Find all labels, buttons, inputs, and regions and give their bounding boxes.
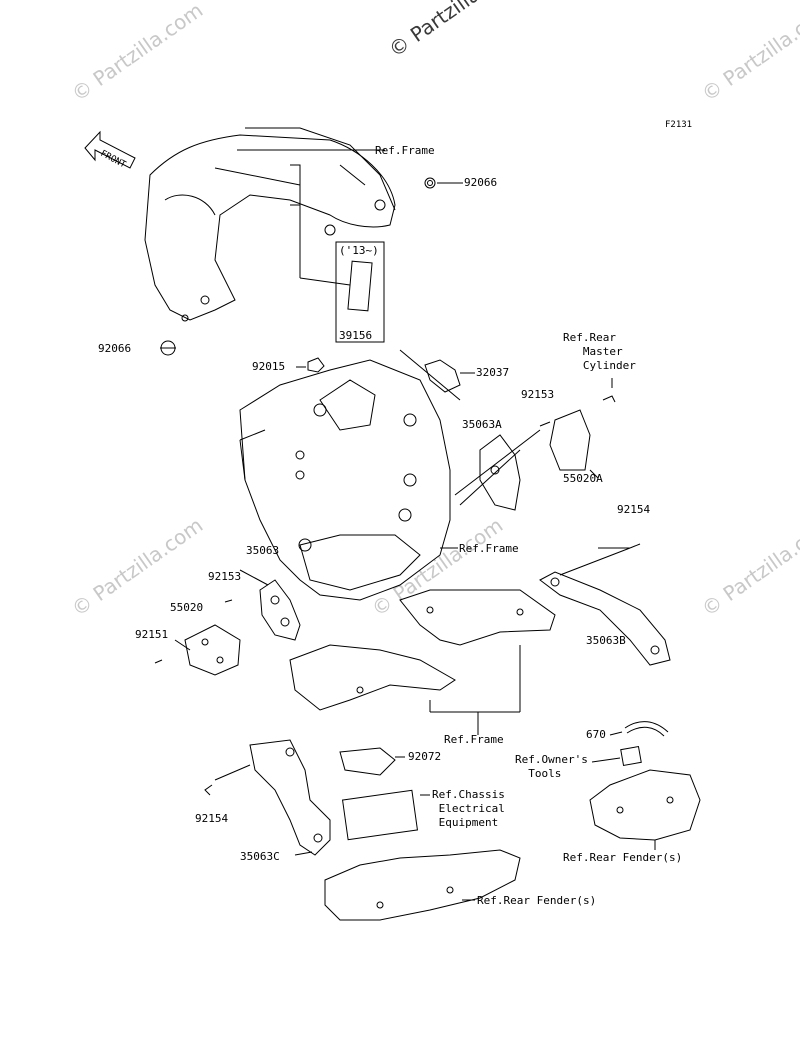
label-part-92072[interactable]: 92072 bbox=[408, 750, 442, 763]
label-part-55020A[interactable]: 55020A bbox=[563, 472, 603, 485]
label-ref-frame-low[interactable]: Ref.Frame bbox=[444, 733, 504, 746]
label-part-92066-left[interactable]: 92066 bbox=[98, 342, 132, 355]
front-arrow-icon: FRONT bbox=[84, 130, 136, 171]
label-part-92154-right[interactable]: 92154 bbox=[617, 503, 651, 516]
label-part-35063[interactable]: 35063 bbox=[246, 544, 280, 557]
figure-code: F2131 bbox=[665, 120, 693, 130]
label-part-92015[interactable]: 92015 bbox=[252, 360, 286, 373]
label-ref-frame-mid[interactable]: Ref.Frame bbox=[459, 542, 519, 555]
label-part-35063A[interactable]: 35063A bbox=[462, 418, 502, 431]
label-part-92154-left[interactable]: 92154 bbox=[195, 812, 229, 825]
label-part-55020[interactable]: 55020 bbox=[170, 601, 204, 614]
label-ref-chassis-electrical[interactable]: Ref.Chassis Electrical Equipment bbox=[432, 788, 505, 829]
label-part-92151[interactable]: 92151 bbox=[135, 628, 169, 641]
label-part-670[interactable]: 670 bbox=[586, 728, 606, 741]
label-ref-rear-master-cylinder[interactable]: Ref.Rear Master Cylinder bbox=[563, 331, 636, 372]
label-part-92153-right[interactable]: 92153 bbox=[521, 388, 555, 401]
label-ref-frame-top[interactable]: Ref.Frame bbox=[375, 144, 435, 157]
label-ref-owners-tools[interactable]: Ref.Owner's Tools bbox=[515, 753, 588, 780]
label-year-note: ('13~) bbox=[339, 244, 379, 257]
label-part-92153-left[interactable]: 92153 bbox=[208, 570, 242, 583]
label-part-32037[interactable]: 32037 bbox=[476, 366, 510, 379]
label-ref-rear-fender-bottom[interactable]: Ref.Rear Fender(s) bbox=[477, 894, 597, 907]
label-part-92066-top[interactable]: 92066 bbox=[464, 176, 498, 189]
label-part-35063B[interactable]: 35063B bbox=[586, 634, 626, 647]
label-ref-rear-fender-right[interactable]: Ref.Rear Fender(s) bbox=[563, 851, 683, 864]
label-part-39156[interactable]: 39156 bbox=[339, 329, 373, 342]
label-part-35063C[interactable]: 35063C bbox=[240, 850, 280, 863]
